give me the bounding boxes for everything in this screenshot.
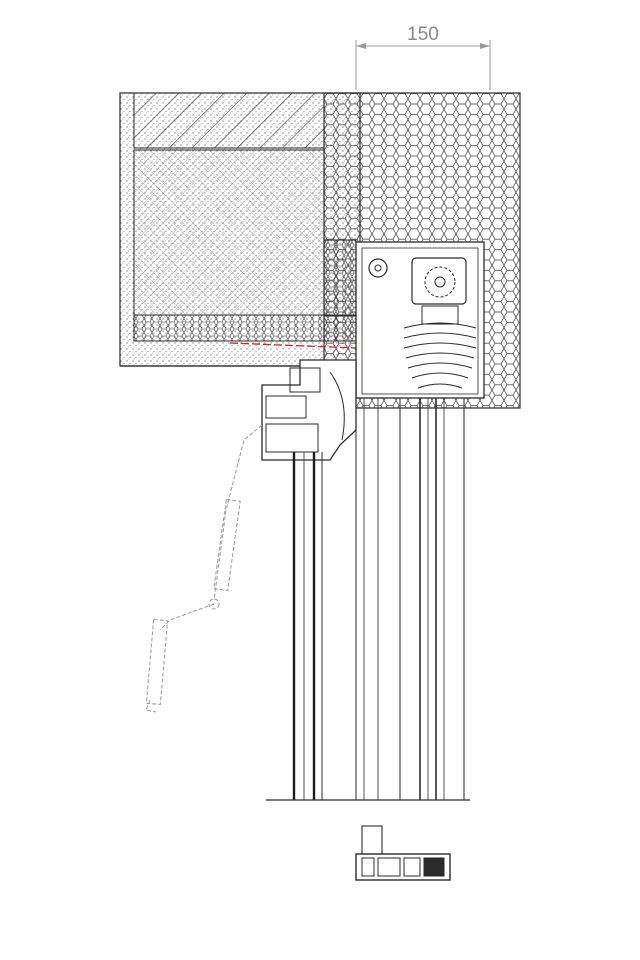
guide-rail-chamber-1 — [361, 857, 375, 877]
slat-guide-stack — [421, 305, 459, 325]
motor-housing — [411, 257, 467, 305]
motor-axle — [424, 266, 456, 298]
frame-chamber-1 — [289, 367, 321, 393]
awning-joint — [208, 598, 220, 610]
awning-spring-lower — [145, 619, 169, 705]
roller-box — [355, 241, 485, 399]
guide-rails — [355, 398, 465, 800]
sash-curve — [329, 371, 345, 441]
window-frame-outline — [261, 359, 357, 461]
red-seal-line — [229, 342, 357, 349]
awning-arm-ghost — [145, 424, 263, 713]
insulation-core — [133, 149, 325, 316]
dimension-arrow-right — [480, 43, 490, 49]
roller-box-inner — [361, 247, 479, 395]
dimension-group: 150 — [355, 24, 491, 90]
motor-axle-core — [434, 276, 446, 288]
awning-spring-upper — [213, 498, 241, 592]
pulley-hub — [374, 264, 382, 272]
pulley-icon — [368, 258, 388, 278]
guide-rail-chamber-4 — [423, 857, 445, 877]
lintel-hatch-top — [133, 92, 325, 149]
awning-arm-lower — [145, 699, 157, 713]
guide-rail-clip — [361, 825, 383, 855]
guide-rail-detail — [355, 825, 451, 881]
awning-arm-link — [159, 603, 215, 631]
frame-chamber-2 — [265, 395, 307, 419]
frame-chamber-3 — [265, 423, 319, 453]
window-profile — [261, 359, 357, 800]
hex-filler-bottom — [133, 314, 357, 342]
dimension-arrow-left — [356, 43, 366, 49]
dimension-label: 150 — [407, 24, 439, 45]
roller-box-body — [355, 241, 485, 399]
guide-rail-chamber-2 — [377, 857, 401, 877]
guide-rail-chamber-3 — [403, 857, 421, 877]
awning-arm-upper — [213, 424, 263, 601]
rolled-slats-icon — [403, 322, 477, 389]
